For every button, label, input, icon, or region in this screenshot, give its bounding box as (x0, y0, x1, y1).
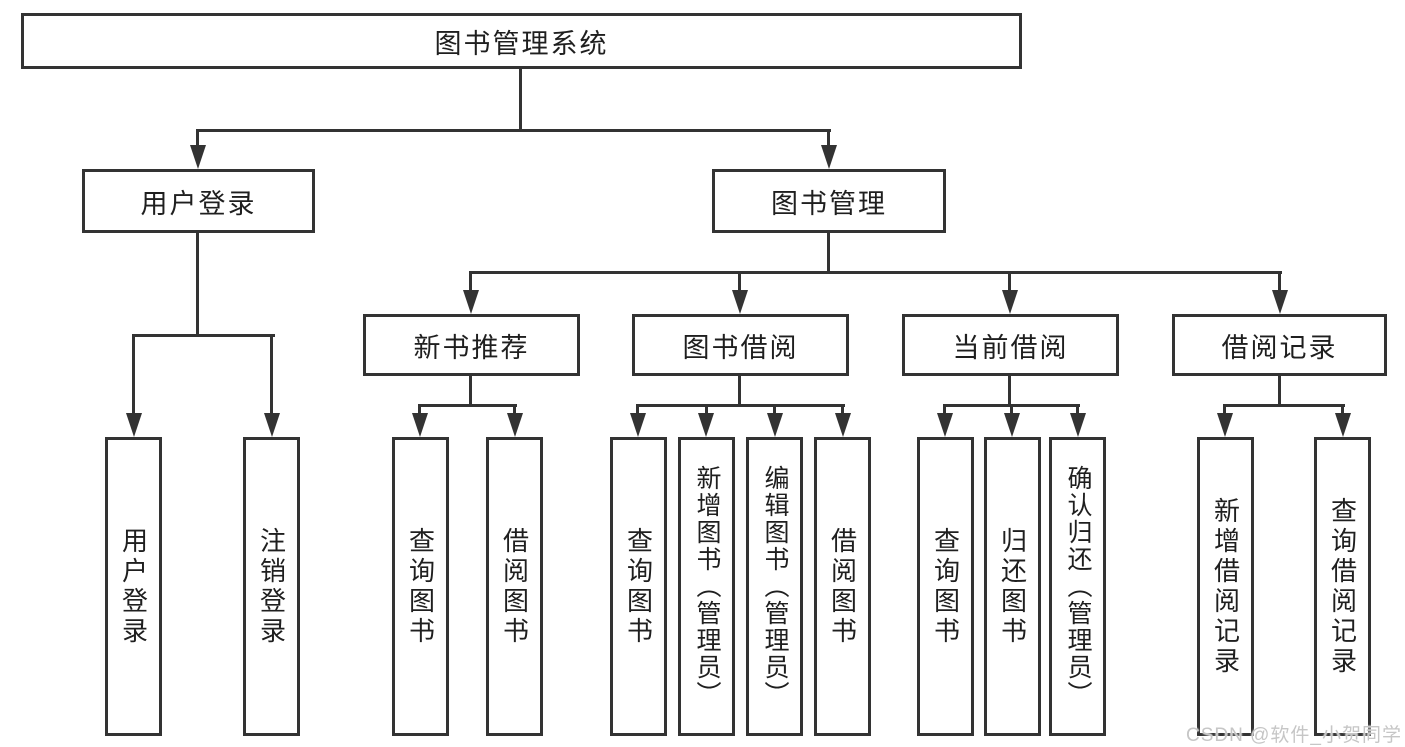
connector-book-borrow-bar (636, 404, 845, 407)
arrow-down-icon (463, 290, 479, 314)
connector-book-mgmt-bar (469, 271, 1282, 274)
node-user-login: 用户登录 (82, 169, 315, 233)
connector-book-borrow-stem (738, 376, 741, 407)
leaf-user-login: 用户登录 (105, 437, 162, 736)
node-current-borrow: 当前借阅 (902, 314, 1119, 376)
connector-root-bar (197, 129, 831, 132)
leaf-cur-confirm-return: 确认归还（管理员） (1049, 437, 1106, 736)
leaf-user-login-label: 用户登录 (118, 526, 149, 647)
arrow-down-icon (1335, 413, 1351, 437)
node-borrow-record: 借阅记录 (1172, 314, 1387, 376)
node-new-book-rec: 新书推荐 (363, 314, 580, 376)
arrow-down-icon (698, 413, 714, 437)
connector-drop (841, 404, 844, 415)
leaf-cur-return-book: 归还图书 (984, 437, 1041, 736)
connector-user-login-bar (132, 334, 275, 337)
arrow-down-icon (937, 413, 953, 437)
leaf-rec-borrow-book-label: 借阅图书 (499, 526, 530, 647)
arrow-down-icon (190, 145, 206, 169)
leaf-bor-edit-book-label: 编辑图书（管理员） (761, 465, 789, 708)
arrow-down-icon (1004, 413, 1020, 437)
connector-record-bar (1223, 404, 1345, 407)
leaf-bor-borrow-book-label: 借阅图书 (827, 526, 858, 647)
connector-drop (1076, 404, 1079, 415)
arrow-down-icon (1070, 413, 1086, 437)
node-book-mgmt: 图书管理 (712, 169, 946, 233)
connector-drop (943, 404, 946, 415)
connector-new-rec-stem (469, 376, 472, 407)
node-borrow-record-label: 借阅记录 (1221, 332, 1338, 363)
connector-new-rec-bar (418, 404, 517, 407)
leaf-logout: 注销登录 (243, 437, 300, 736)
node-root: 图书管理系统 (21, 13, 1022, 69)
connector-drop (270, 334, 273, 415)
leaf-bor-query-book-label: 查询图书 (623, 526, 654, 647)
connector-drop (196, 129, 199, 147)
node-current-borrow-label: 当前借阅 (952, 332, 1069, 363)
arrow-down-icon (1272, 290, 1288, 314)
leaf-cur-query-book-label: 查询图书 (930, 526, 961, 647)
connector-drop (1341, 404, 1344, 415)
leaf-record-query: 查询借阅记录 (1314, 437, 1371, 736)
leaf-cur-query-book: 查询图书 (917, 437, 974, 736)
leaf-rec-borrow-book: 借阅图书 (486, 437, 543, 736)
leaf-record-add: 新增借阅记录 (1197, 437, 1254, 736)
arrow-down-icon (1217, 413, 1233, 437)
node-new-book-rec-label: 新书推荐 (413, 332, 530, 363)
connector-drop (469, 271, 472, 292)
connector-drop (773, 404, 776, 415)
connector-record-stem (1278, 376, 1281, 407)
connector-drop (418, 404, 421, 415)
connector-drop (827, 129, 830, 147)
connector-drop (636, 404, 639, 415)
connector-drop (705, 404, 708, 415)
arrow-down-icon (835, 413, 851, 437)
leaf-bor-add-book: 新增图书（管理员） (678, 437, 735, 736)
connector-drop (738, 271, 741, 292)
arrow-down-icon (126, 413, 142, 437)
node-book-borrow: 图书借阅 (632, 314, 849, 376)
arrow-down-icon (264, 413, 280, 437)
csdn-watermark: CSDN @软件_小贺同学 (1186, 725, 1402, 746)
arrow-down-icon (507, 413, 523, 437)
connector-drop (132, 334, 135, 415)
leaf-record-query-label: 查询借阅记录 (1327, 496, 1358, 677)
leaf-rec-query-book-label: 查询图书 (405, 526, 436, 647)
connector-user-login-stem (196, 233, 199, 337)
node-root-label: 图书管理系统 (434, 28, 609, 59)
arrow-down-icon (630, 413, 646, 437)
leaf-bor-borrow-book: 借阅图书 (814, 437, 871, 736)
leaf-cur-confirm-return-label: 确认归还（管理员） (1064, 465, 1092, 708)
leaf-rec-query-book: 查询图书 (392, 437, 449, 736)
arrow-down-icon (412, 413, 428, 437)
leaf-logout-label: 注销登录 (256, 526, 287, 647)
arrow-down-icon (821, 145, 837, 169)
leaf-record-add-label: 新增借阅记录 (1210, 496, 1241, 677)
connector-drop (513, 404, 516, 415)
leaf-bor-query-book: 查询图书 (610, 437, 667, 736)
arrow-down-icon (732, 290, 748, 314)
arrow-down-icon (1002, 290, 1018, 314)
leaf-bor-edit-book: 编辑图书（管理员） (746, 437, 803, 736)
connector-drop (1223, 404, 1226, 415)
arrow-down-icon (767, 413, 783, 437)
leaf-bor-add-book-label: 新增图书（管理员） (693, 465, 721, 708)
leaf-cur-return-book-label: 归还图书 (997, 526, 1028, 647)
connector-root-stem (519, 69, 522, 132)
node-book-mgmt-label: 图书管理 (771, 188, 887, 219)
connector-drop (1010, 404, 1013, 415)
node-user-login-label: 用户登录 (140, 188, 257, 219)
node-book-borrow-label: 图书借阅 (682, 332, 799, 363)
connector-book-mgmt-stem (827, 233, 830, 274)
connector-current-stem (1008, 376, 1011, 407)
connector-drop (1008, 271, 1011, 292)
connector-drop (1278, 271, 1281, 292)
